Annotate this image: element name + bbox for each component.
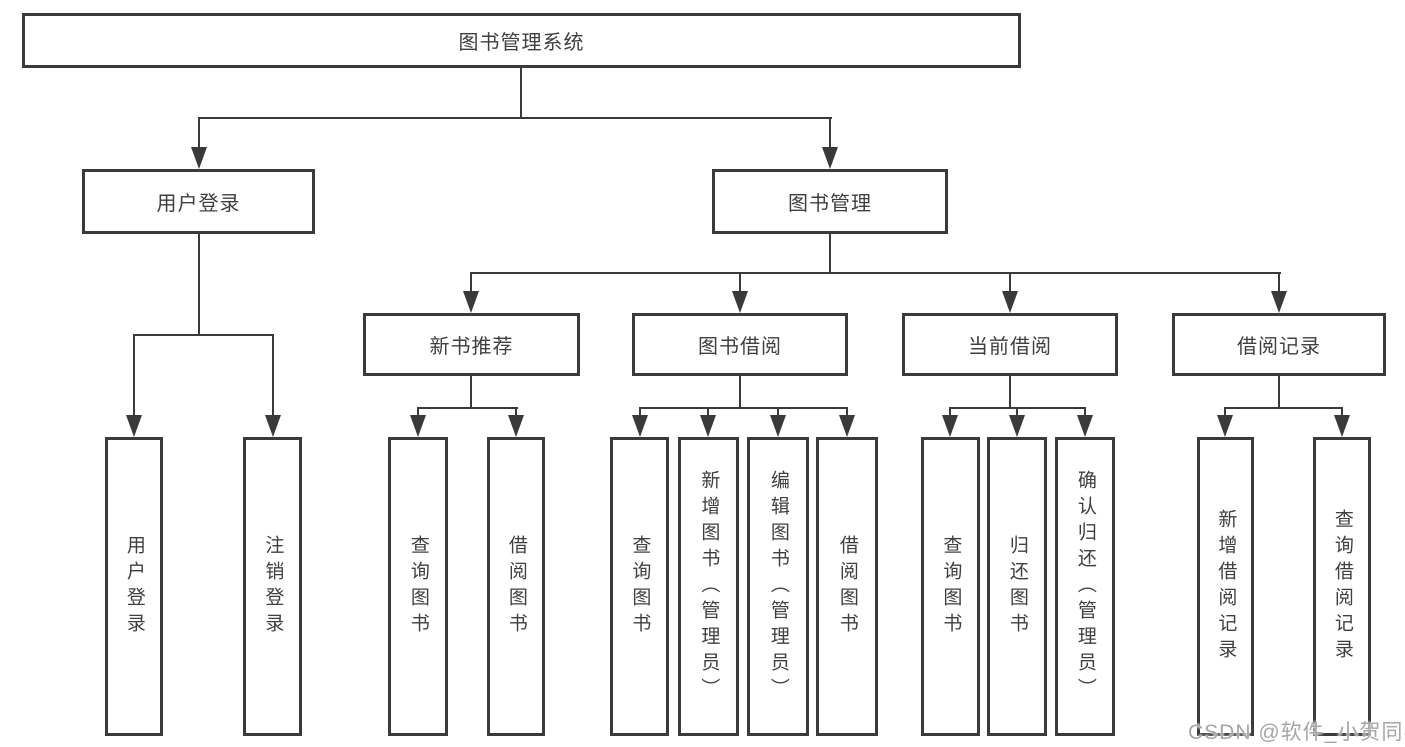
connector-line [470,272,472,291]
arrow-down-icon [732,291,748,313]
leaf-label: 归还图书 [1006,534,1028,639]
leaf-records-query-record: 查询借阅记录 [1313,437,1371,736]
connector-line [133,334,135,415]
arrow-down-icon [700,415,716,437]
leaf-recommend-query-books: 查询图书 [388,437,448,736]
leaf-label: 借阅图书 [836,534,858,639]
arrow-down-icon [1271,291,1287,313]
node-root: 图书管理系统 [22,13,1021,68]
connector-line [739,272,741,291]
arrow-down-icon [822,147,838,169]
leaf-logout: 注销登录 [243,437,302,736]
leaf-current-query-books: 查询图书 [921,437,980,736]
connector-line [1224,407,1343,409]
leaf-label: 新增图书（管理员） [698,469,720,704]
arrow-down-icon [508,415,524,437]
connector-line [515,407,517,417]
connector-line [470,376,472,408]
leaf-borrowing-edit-books-admin: 编辑图书（管理员） [747,437,809,736]
connector-line [739,376,741,408]
leaf-borrowing-add-books-admin: 新增图书（管理员） [678,437,739,736]
connector-line [198,117,200,149]
connector-line [1084,407,1086,417]
arrow-down-icon [1217,415,1233,437]
arrow-down-icon [1002,291,1018,313]
leaf-label: 编辑图书（管理员） [767,469,789,704]
connector-line [829,234,831,273]
connector-line [846,407,848,417]
node-user-login: 用户登录 [82,169,315,234]
leaf-label: 确认归还（管理员） [1074,469,1096,704]
arrow-down-icon [1009,415,1025,437]
arrow-down-icon [265,415,281,437]
connector-line [470,272,1281,274]
connector-line [198,117,832,119]
arrow-down-icon [463,291,479,313]
arrow-down-icon [770,415,786,437]
connector-line [133,334,274,336]
connector-line [777,407,779,417]
connector-line [829,117,831,149]
leaf-user-login: 用户登录 [105,437,163,736]
leaf-label: 查询图书 [629,534,651,639]
leaf-label: 查询图书 [940,534,962,639]
connector-line [198,234,200,335]
connector-line [1278,272,1280,291]
leaf-borrowing-query-books: 查询图书 [610,437,669,736]
arrow-down-icon [191,147,207,169]
leaf-recommend-borrow-books: 借阅图书 [487,437,545,736]
node-book-borrowing: 图书借阅 [632,313,848,376]
leaf-label: 查询借阅记录 [1331,508,1353,665]
connector-line [639,407,641,417]
leaf-label: 借阅图书 [505,534,527,639]
leaf-label: 新增借阅记录 [1215,508,1237,665]
node-new-book-recommendation: 新书推荐 [363,313,580,376]
arrow-down-icon [632,415,648,437]
connector-line [417,407,518,409]
connector-line [1016,407,1018,417]
connector-line [1341,407,1343,417]
node-current-borrowing: 当前借阅 [902,313,1118,376]
node-book-management: 图书管理 [712,169,948,234]
connector-line [1009,376,1011,408]
leaf-label: 查询图书 [407,534,429,639]
leaf-current-return-books: 归还图书 [987,437,1047,736]
watermark-text: CSDN @软件_小贺同学 [1188,721,1405,744]
node-borrowing-records: 借阅记录 [1172,313,1386,376]
arrow-down-icon [942,415,958,437]
arrow-down-icon [410,415,426,437]
connector-line [1224,407,1226,417]
arrow-down-icon [839,415,855,437]
leaf-current-confirm-return-admin: 确认归还（管理员） [1055,437,1115,736]
leaf-label: 注销登录 [262,534,284,639]
connector-line [1278,376,1280,408]
arrow-down-icon [126,415,142,437]
connector-line [707,407,709,417]
arrow-down-icon [1077,415,1093,437]
leaf-records-add-record: 新增借阅记录 [1197,437,1254,736]
arrow-down-icon [1334,415,1350,437]
connector-line [417,407,419,417]
connector-line [272,334,274,415]
connector-line [1009,272,1011,291]
connector-line [949,407,951,417]
connector-line [520,68,522,118]
connector-line [639,407,848,409]
leaf-label: 用户登录 [123,534,145,639]
leaf-borrowing-borrow-books: 借阅图书 [816,437,878,736]
